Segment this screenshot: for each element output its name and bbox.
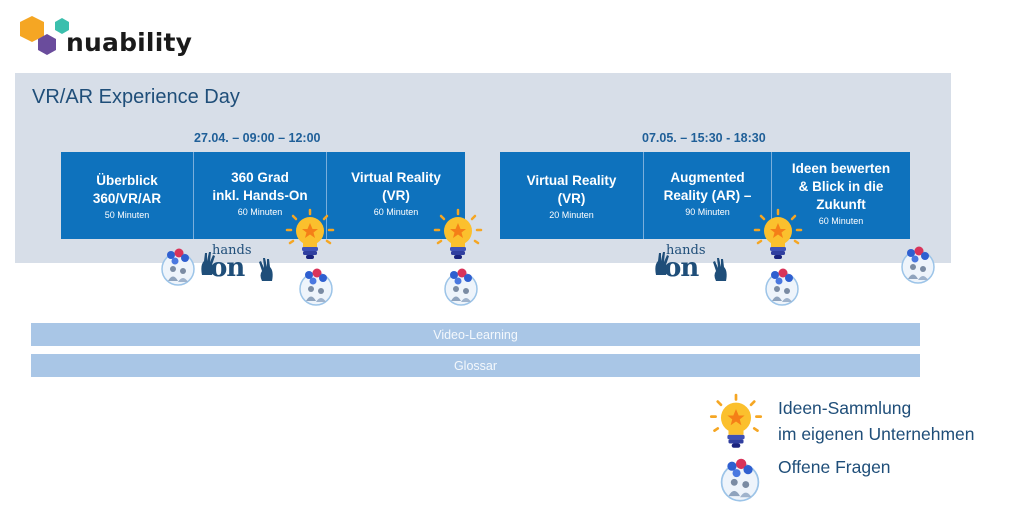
session-date-1: 27.04. – 09:00 – 12:00 — [194, 131, 321, 145]
module-vr-2: Virtual Reality (VR) 20 Minuten — [500, 152, 643, 239]
module-overview: Überblick 360/VR/AR 50 Minuten — [61, 152, 193, 239]
glossary-label: Glossar — [453, 358, 498, 373]
module-360: 360 Grad inkl. Hands-On 60 Minuten — [194, 152, 326, 239]
module-vr-1: Virtual Reality (VR) 60 Minuten — [327, 152, 465, 239]
hands-on-label-top: hands — [212, 243, 252, 258]
hand-print-icon — [259, 258, 273, 281]
hands-on-label-bottom: on — [664, 253, 699, 283]
question-people-icon — [720, 458, 760, 502]
lightbulb-icon — [285, 208, 335, 259]
divider — [326, 152, 327, 239]
module-duration: 20 Minuten — [549, 209, 594, 220]
hands-on-label-top: hands — [666, 243, 706, 258]
divider — [193, 152, 194, 239]
legend-ideas-label: Ideen-Sammlung im eigenen Unternehmen — [778, 398, 975, 444]
module-duration: 60 Minuten — [373, 206, 419, 217]
module-duration: 60 Minuten — [818, 215, 864, 226]
module-ideas: Ideen bewerten & Blick in die Zukunft 60… — [772, 152, 910, 239]
module-title: Ideen bewerten & Blick in die Zukunft — [791, 160, 891, 212]
hands-on-icon: hands on — [652, 243, 730, 287]
session-date-2: 07.05. – 15:30 - 18:30 — [642, 131, 766, 145]
module-duration: 90 Minuten — [685, 206, 730, 217]
module-title: Überblick 360/VR/AR — [92, 172, 162, 206]
lightbulb-icon — [709, 393, 763, 448]
question-people-icon — [901, 246, 935, 284]
module-duration: 60 Minuten — [237, 206, 283, 217]
hands-on-label-bottom: on — [210, 253, 245, 283]
lightbulb-icon — [753, 208, 803, 259]
divider — [643, 152, 644, 239]
module-ar: Augmented Reality (AR) – 90 Minuten — [644, 152, 771, 239]
question-people-icon — [299, 268, 333, 306]
hand-print-icon — [713, 258, 727, 281]
module-title: Virtual Reality (VR) — [351, 169, 441, 203]
module-title: Virtual Reality (VR) — [526, 172, 617, 206]
question-people-icon — [444, 268, 478, 306]
divider — [771, 152, 772, 239]
page-title: VR/AR Experience Day — [32, 86, 240, 108]
session-block-1 — [61, 152, 465, 239]
hand-print-icon — [655, 252, 669, 275]
question-people-icon — [765, 268, 799, 306]
session-block-2 — [500, 152, 910, 239]
module-duration: 50 Minuten — [104, 209, 150, 220]
question-people-icon — [161, 248, 195, 286]
hands-on-icon: hands on — [198, 243, 276, 287]
video-learning-label: Video-Learning — [433, 327, 518, 342]
module-title: 360 Grad inkl. Hands-On — [212, 169, 308, 203]
glossary-bar: Glossar — [31, 354, 920, 377]
logo-wordmark: nuability — [66, 28, 193, 57]
video-learning-bar: Video-Learning — [31, 323, 920, 346]
lightbulb-icon — [433, 208, 483, 259]
logo-mark-icon — [20, 16, 69, 55]
logo — [16, 12, 72, 64]
hand-print-icon — [201, 252, 215, 275]
legend-questions-label: Offene Fragen — [778, 457, 891, 477]
module-title: Augmented Reality (AR) – — [663, 169, 752, 203]
